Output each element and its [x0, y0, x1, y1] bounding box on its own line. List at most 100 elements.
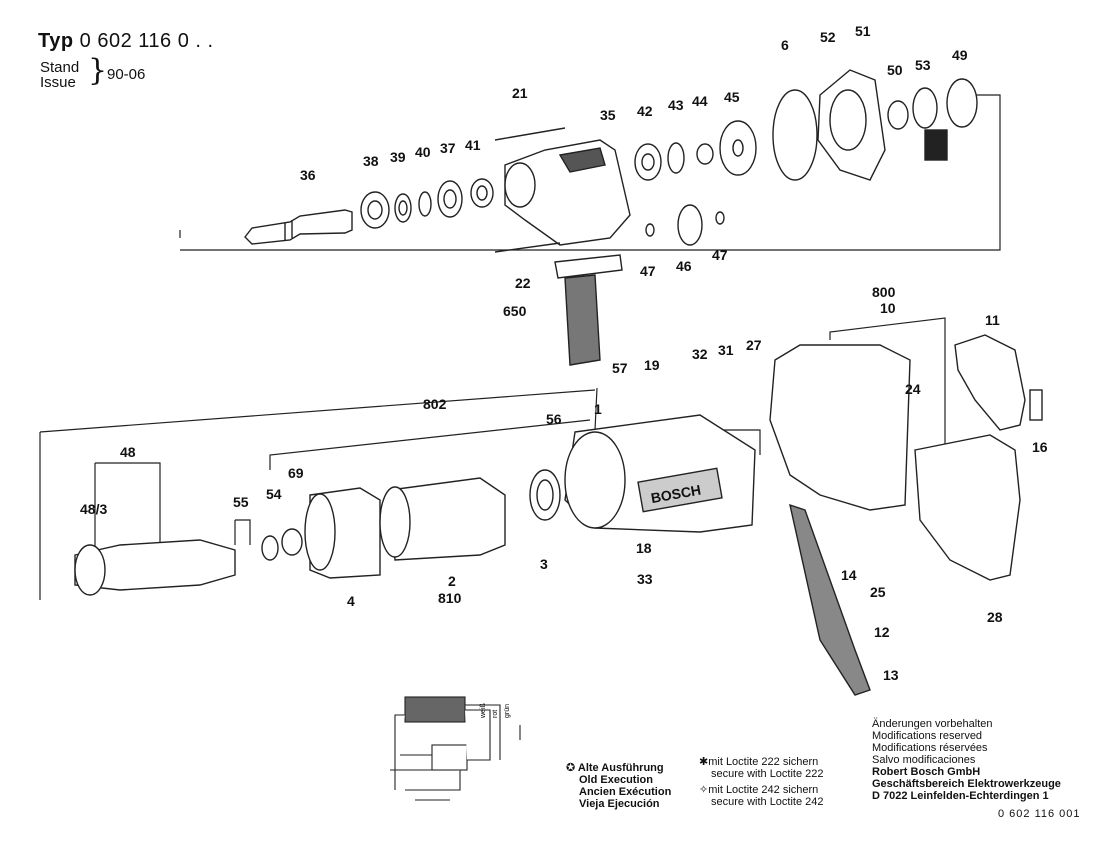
note-line: Modifications réservées	[872, 742, 988, 754]
legend-line: secure with Loctite 242	[711, 796, 824, 808]
label-part: 55	[233, 494, 249, 510]
label-part: 21	[512, 85, 528, 101]
label-part: 28	[987, 609, 1003, 625]
wire-labels: weiß rot grün	[480, 703, 511, 719]
legend-line: mit Loctite 242 sichern	[708, 784, 819, 796]
label-part: 47	[640, 263, 656, 279]
gear-cover-part-51	[817, 69, 978, 181]
label-part: 37	[440, 140, 456, 156]
stand-issue-labels: Stand Issue	[40, 60, 79, 90]
label-part: 38	[363, 153, 379, 169]
label-part: 53	[915, 57, 931, 73]
note-line: Modifications reserved	[872, 730, 983, 742]
legend-line: Vieja Ejecución	[579, 798, 660, 810]
handle-frame-line	[829, 317, 946, 500]
handle-housing-part-10	[769, 334, 1043, 696]
label-part: 45	[724, 89, 740, 105]
label-part: 2	[448, 573, 456, 589]
old-execution-icon: ✪	[566, 761, 576, 774]
spindle-part-36	[244, 209, 353, 245]
gear-train-parts	[634, 89, 818, 246]
motor-housing-part-1	[564, 414, 756, 533]
label-part: 25	[870, 584, 886, 600]
label-part: 51	[855, 23, 871, 39]
label-part: 800	[872, 284, 896, 300]
document-number: 0 602 116 001	[998, 808, 1081, 820]
notes-block: Änderungen vorbehalten Modifications res…	[872, 718, 1061, 802]
loctite-242-legend: ✧mit Loctite 242 sichern secure with Loc…	[699, 783, 824, 809]
old-execution-legend: ✪ Alte Ausführung Old Execution Ancien E…	[566, 761, 672, 811]
upper-frame-line	[179, 94, 1001, 251]
label-part: 41	[465, 137, 481, 153]
label-part: 69	[288, 465, 304, 481]
wiring-diagram	[390, 696, 521, 801]
legend-line: Alte Ausführung	[577, 762, 664, 774]
legend-line: Old Execution	[579, 774, 653, 786]
label-part: 57	[612, 360, 628, 376]
label-part: 10	[880, 300, 896, 316]
armature-bracket	[94, 462, 161, 560]
motor-frame-line	[269, 419, 591, 470]
legend-line: mit Loctite 222 sichern	[708, 756, 819, 768]
label-part: 36	[300, 167, 316, 183]
diamond-outline-icon: ✧	[699, 783, 709, 796]
label-part: 49	[952, 47, 968, 63]
armature-part-48	[74, 528, 303, 596]
type-number: 0 602 116 0 . .	[79, 30, 214, 52]
label-part: 40	[415, 144, 431, 160]
label-part: 44	[692, 93, 708, 109]
label-part: 43	[668, 97, 684, 113]
label-part: 802	[423, 396, 447, 412]
gear-housing-part-35	[504, 139, 631, 246]
label-part: 48	[120, 444, 136, 460]
label-part: 24	[905, 381, 921, 397]
label-part: 39	[390, 149, 406, 165]
label-part: 52	[820, 29, 836, 45]
legend-line: secure with Loctite 222	[711, 768, 824, 780]
type-heading: Typ 0 602 116 0 . .	[38, 30, 214, 53]
type-prefix: Typ	[38, 30, 74, 52]
label-part: 4	[347, 593, 355, 609]
label-part: 32	[692, 346, 708, 362]
label-part: 46	[676, 258, 692, 274]
side-handle-part-650	[494, 127, 623, 366]
star-icon: ✱	[699, 755, 709, 768]
company-line: D 7022 Leinfelden-Echterdingen 1	[872, 790, 1049, 802]
label-part: 33	[637, 571, 653, 587]
wire-label-2: rot	[492, 710, 499, 718]
company-line: Geschäftsbereich Elektrowerkzeuge	[872, 778, 1061, 790]
label-part: 48/3	[80, 501, 107, 517]
label-part: 42	[637, 103, 653, 119]
stator-assembly	[304, 469, 561, 579]
label-part: 12	[874, 624, 890, 640]
label-part: 14	[841, 567, 857, 583]
stand-label: Stand	[40, 59, 80, 76]
issue-date: 90-06	[107, 66, 146, 83]
part-number-labels: 36 38 39 40 37 41 21 35 42 43 44 45 6 52…	[80, 23, 1048, 683]
label-part: 35	[600, 107, 616, 123]
wire-label-1: weiß	[480, 703, 487, 719]
label-part: 47	[712, 247, 728, 263]
wire-label-3: grün	[504, 704, 511, 718]
loctite-222-legend: ✱mit Loctite 222 sichern secure with Loc…	[699, 755, 824, 781]
label-part: 18	[636, 540, 652, 556]
note-line: Salvo modificaciones	[872, 754, 976, 766]
old-execution-bracket	[234, 519, 251, 545]
label-part: 19	[644, 357, 660, 373]
label-part: 6	[781, 37, 789, 53]
label-part: 3	[540, 556, 548, 572]
note-line: Änderungen vorbehalten	[872, 718, 993, 730]
lower-frame-line	[39, 389, 596, 600]
company-line: Robert Bosch GmbH	[872, 766, 981, 778]
label-part: 22	[515, 275, 531, 291]
label-part: 810	[438, 590, 462, 606]
legend-line: Ancien Exécution	[579, 786, 672, 798]
issue-label: Issue	[40, 74, 76, 91]
label-part: 11	[985, 312, 1000, 328]
label-part: 50	[887, 62, 903, 78]
bearing-stack	[360, 178, 494, 229]
label-part: 56	[546, 411, 562, 427]
label-part: 27	[746, 337, 762, 353]
label-part: 13	[883, 667, 899, 683]
